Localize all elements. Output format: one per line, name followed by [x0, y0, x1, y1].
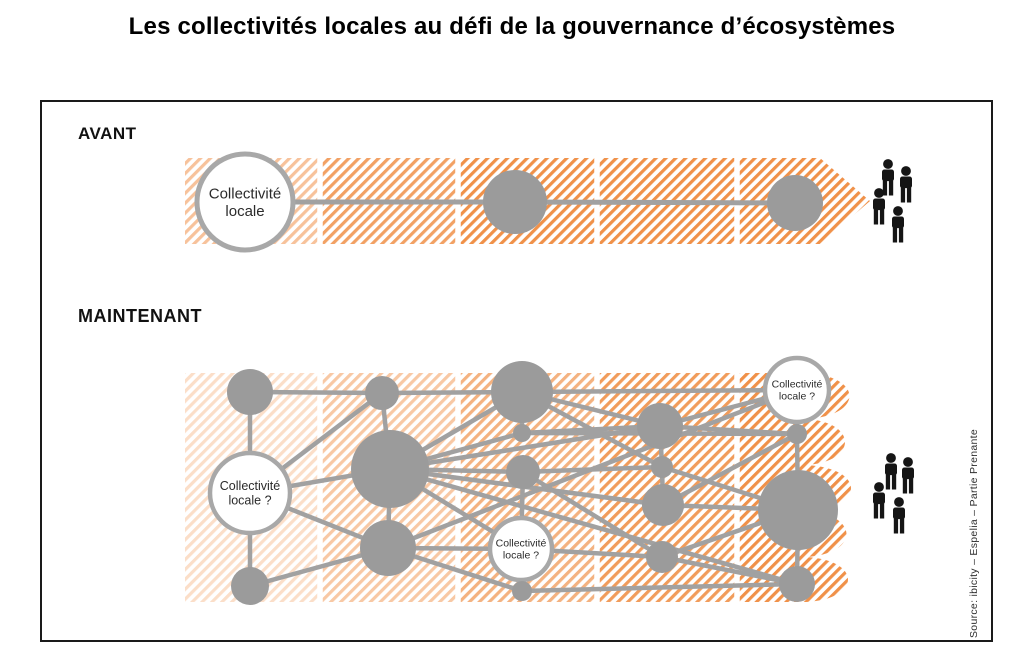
actor-node	[491, 361, 553, 423]
person-icon	[885, 453, 897, 490]
network-edge	[522, 464, 663, 475]
actor-node	[642, 484, 684, 526]
actor-node	[787, 424, 807, 444]
section-label-avant: AVANT	[78, 124, 137, 143]
actor-node	[227, 369, 273, 415]
actor-node	[351, 430, 429, 508]
actor-node	[231, 567, 269, 605]
people-group-icon	[873, 159, 912, 243]
section-label-maintenant: MAINTENANT	[78, 306, 202, 326]
person-icon	[893, 497, 905, 534]
authority-node	[207, 450, 293, 536]
network-edge	[661, 554, 798, 587]
actor-node	[767, 175, 823, 231]
person-icon	[900, 166, 912, 203]
person-icon	[892, 206, 904, 243]
network-edge	[661, 432, 799, 507]
actor-node	[758, 470, 838, 550]
actor-node	[512, 581, 532, 601]
actor-node	[646, 541, 678, 573]
people-group-icon	[873, 453, 914, 534]
source-note: Source: ibicity – Espelia – Partie Prena…	[968, 428, 980, 638]
authority-node	[487, 515, 555, 583]
actor-node	[513, 424, 531, 442]
actor-node	[637, 403, 683, 449]
page-title: Les collectivités locales au défi de la …	[128, 13, 896, 40]
network-edge	[521, 581, 798, 594]
network-edge	[521, 387, 798, 395]
person-icon	[873, 188, 885, 225]
actor-node	[506, 455, 540, 489]
authority-node	[762, 355, 832, 425]
person-icon	[902, 457, 914, 494]
actor-node	[651, 456, 673, 478]
person-icon	[882, 159, 894, 196]
authority-node	[194, 151, 296, 253]
actor-node	[365, 376, 399, 410]
network-edge	[514, 199, 796, 206]
actor-node	[779, 566, 815, 602]
actor-node	[360, 520, 416, 576]
actor-node	[483, 170, 547, 234]
network-edge	[521, 470, 664, 559]
network-edge	[389, 466, 798, 587]
person-icon	[873, 482, 885, 519]
